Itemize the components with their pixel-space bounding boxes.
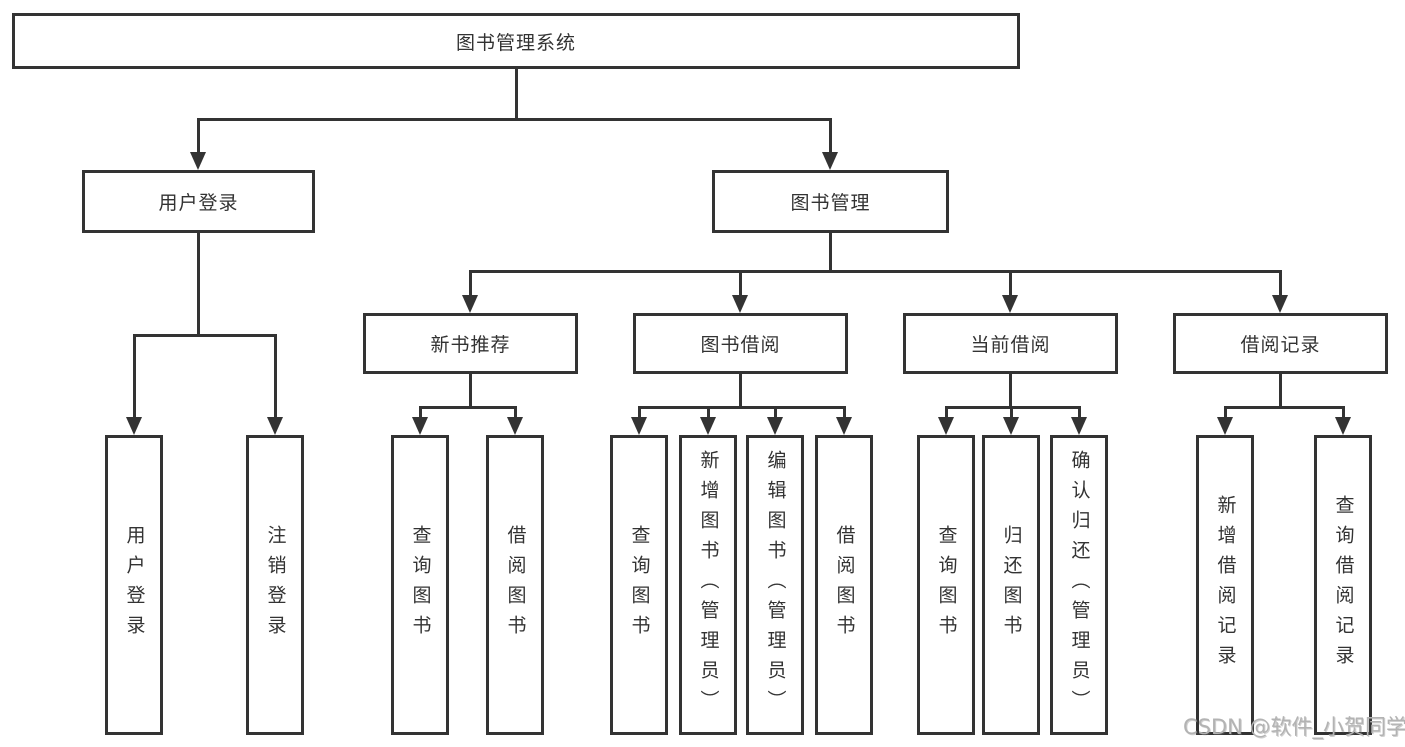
- leaf-logout: 注销登录: [246, 435, 304, 735]
- leaf-borrow-books-borrow: 借阅图书: [815, 435, 873, 735]
- connector-vline: [1224, 406, 1227, 420]
- connector-vline: [469, 270, 472, 298]
- leaf-label: 新增图书（管理员）: [697, 450, 720, 720]
- connector-hline: [197, 118, 831, 121]
- csdn-watermark: CSDN @软件_小贺同学: [1183, 715, 1405, 739]
- leaf-label: 查询借阅记录: [1332, 495, 1355, 675]
- connector-vline: [1010, 406, 1013, 420]
- node-borrow-records: 借阅记录: [1173, 313, 1388, 374]
- connector-vline: [843, 406, 846, 420]
- leaf-query-books-recommend: 查询图书: [391, 435, 449, 735]
- leaf-label: 注销登录: [264, 525, 287, 645]
- connector-vline: [515, 67, 518, 120]
- connector-hline: [945, 406, 1081, 409]
- connector-vline: [133, 334, 136, 420]
- arrow-down-icon: [1335, 417, 1351, 435]
- leaf-label: 查询图书: [409, 525, 432, 645]
- leaf-label: 借阅图书: [504, 525, 527, 645]
- leaf-confirm-return-admin: 确认归还（管理员）: [1050, 435, 1108, 735]
- node-user-login: 用户登录: [82, 170, 315, 233]
- connector-vline: [1009, 372, 1012, 408]
- leaf-return-books: 归还图书: [982, 435, 1040, 735]
- arrow-down-icon: [190, 152, 206, 170]
- connector-vline: [1078, 406, 1081, 420]
- leaf-label: 归还图书: [1000, 525, 1023, 645]
- connector-vline: [945, 406, 948, 420]
- arrow-down-icon: [1003, 417, 1019, 435]
- arrow-down-icon: [462, 295, 478, 313]
- connector-vline: [739, 372, 742, 408]
- leaf-label: 用户登录: [123, 525, 146, 645]
- connector-vline: [739, 270, 742, 298]
- connector-hline: [133, 334, 277, 337]
- connector-vline: [1279, 270, 1282, 298]
- connector-vline: [707, 406, 710, 420]
- arrow-down-icon: [836, 417, 852, 435]
- node-new-book-recommend: 新书推荐: [363, 313, 578, 374]
- leaf-label: 新增借阅记录: [1214, 495, 1237, 675]
- node-book-borrow: 图书借阅: [633, 313, 848, 374]
- leaf-label: 查询图书: [935, 525, 958, 645]
- arrow-down-icon: [412, 417, 428, 435]
- leaf-label: 编辑图书（管理员）: [764, 450, 787, 720]
- arrow-down-icon: [126, 417, 142, 435]
- connector-vline: [197, 118, 200, 156]
- connector-vline: [514, 406, 517, 420]
- arrow-down-icon: [631, 417, 647, 435]
- arrow-down-icon: [822, 152, 838, 170]
- leaf-add-borrow-record: 新增借阅记录: [1196, 435, 1254, 735]
- arrow-down-icon: [700, 417, 716, 435]
- connector-vline: [274, 334, 277, 420]
- node-book-management: 图书管理: [712, 170, 949, 233]
- connector-hline: [1224, 406, 1345, 409]
- connector-hline: [638, 406, 846, 409]
- node-library-system: 图书管理系统: [12, 13, 1020, 69]
- connector-vline: [774, 406, 777, 420]
- leaf-add-book-admin: 新增图书（管理员）: [679, 435, 737, 735]
- connector-vline: [638, 406, 641, 420]
- arrow-down-icon: [267, 417, 283, 435]
- connector-vline: [829, 231, 832, 272]
- leaf-query-books-borrow: 查询图书: [610, 435, 668, 735]
- connector-vline: [419, 406, 422, 420]
- node-current-borrow: 当前借阅: [903, 313, 1118, 374]
- arrow-down-icon: [1272, 295, 1288, 313]
- arrow-down-icon: [732, 295, 748, 313]
- connector-vline: [829, 118, 832, 156]
- connector-vline: [469, 372, 472, 408]
- leaf-label: 查询图书: [628, 525, 651, 645]
- connector-hline: [419, 406, 517, 409]
- connector-vline: [1279, 372, 1282, 408]
- leaf-label: 确认归还（管理员）: [1068, 450, 1091, 720]
- arrow-down-icon: [938, 417, 954, 435]
- arrow-down-icon: [767, 417, 783, 435]
- leaf-edit-book-admin: 编辑图书（管理员）: [746, 435, 804, 735]
- arrow-down-icon: [1002, 295, 1018, 313]
- arrow-down-icon: [507, 417, 523, 435]
- connector-vline: [1009, 270, 1012, 298]
- connector-hline: [469, 270, 1282, 273]
- arrow-down-icon: [1071, 417, 1087, 435]
- leaf-query-books-current: 查询图书: [917, 435, 975, 735]
- arrow-down-icon: [1217, 417, 1233, 435]
- leaf-user-login: 用户登录: [105, 435, 163, 735]
- leaf-label: 借阅图书: [833, 525, 856, 645]
- connector-vline: [197, 231, 200, 336]
- connector-vline: [1342, 406, 1345, 420]
- leaf-borrow-books-recommend: 借阅图书: [486, 435, 544, 735]
- leaf-query-borrow-record: 查询借阅记录: [1314, 435, 1372, 735]
